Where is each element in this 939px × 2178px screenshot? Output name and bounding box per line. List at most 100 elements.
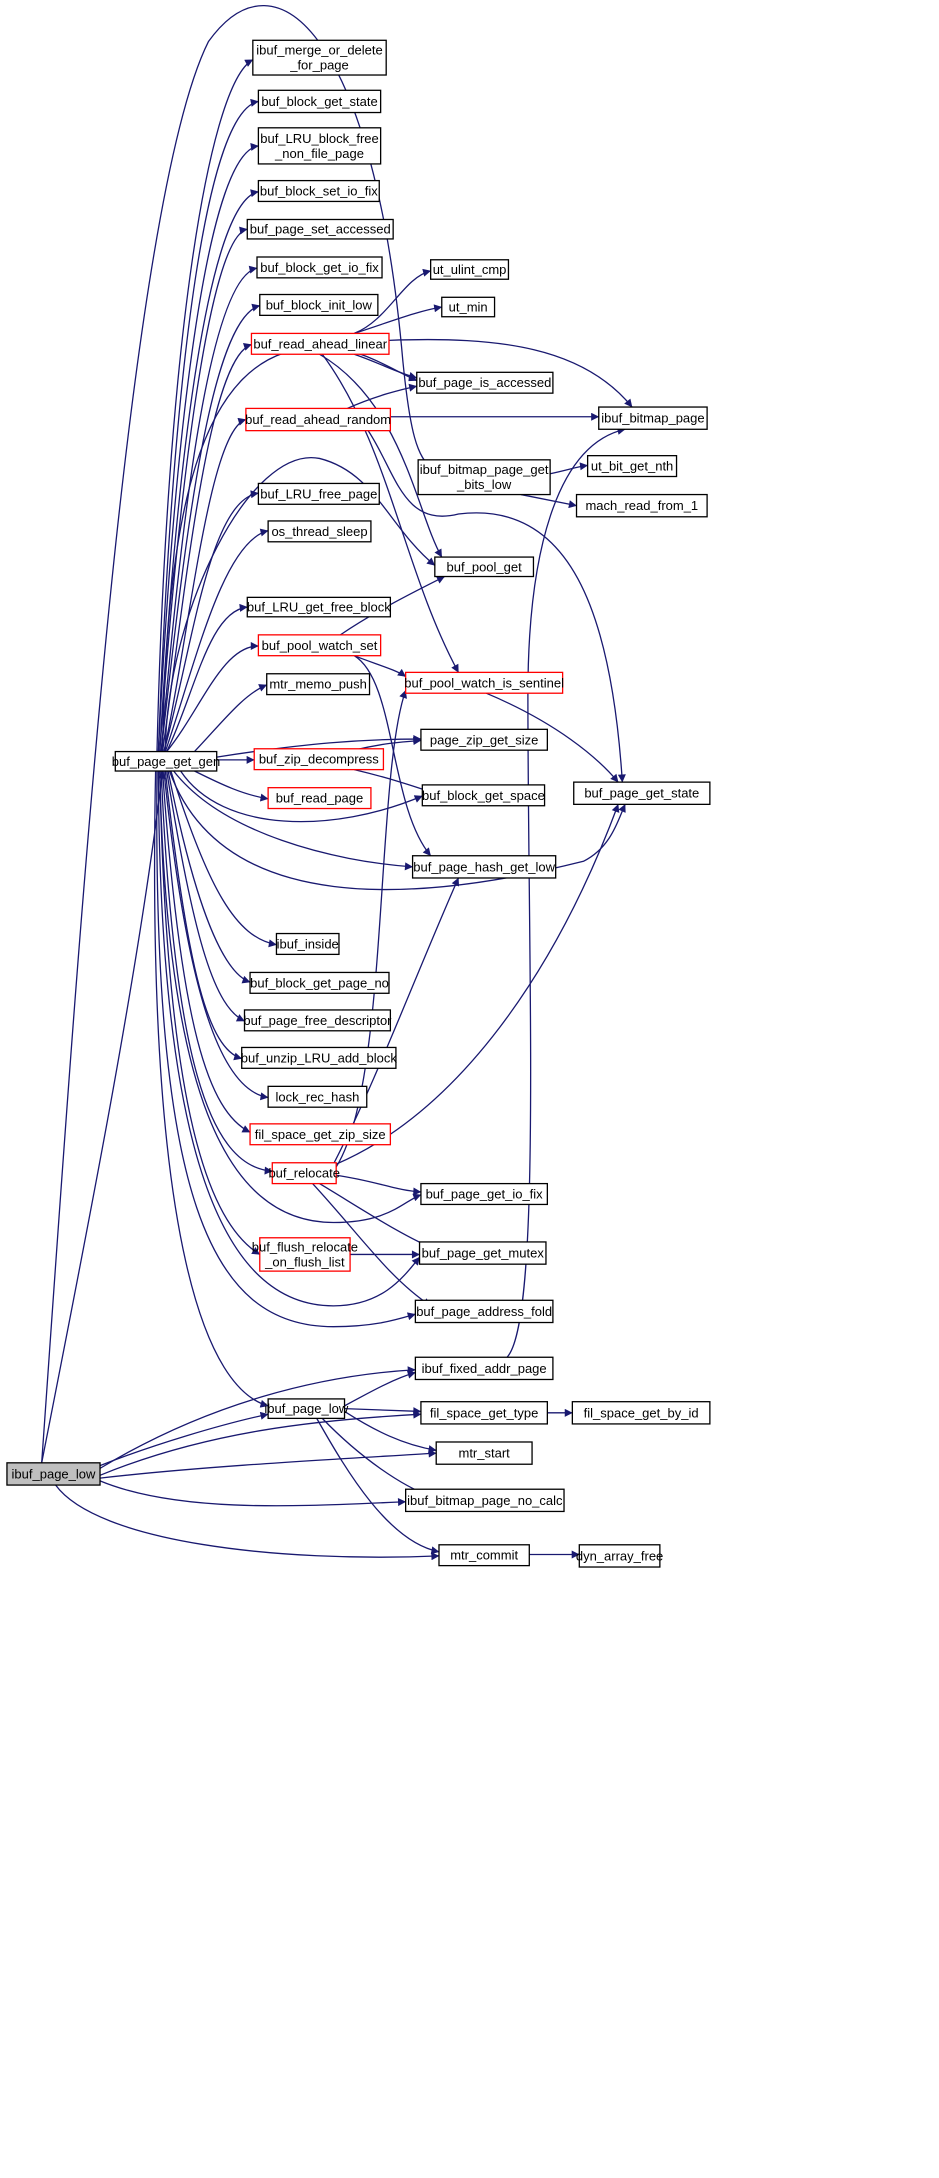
node-ut-bit-get-nth[interactable]: ut_bit_get_nth xyxy=(586,455,678,478)
node-label: buf_page_is_accessed xyxy=(418,375,551,390)
node-box xyxy=(434,556,535,578)
edge-line xyxy=(99,1449,437,1479)
node-buf-page-get-gen[interactable]: buf_page_get_gen xyxy=(112,750,220,772)
edge-ibuf_page_low-to-ibuf_page_low_2 xyxy=(99,1411,269,1467)
node-buf-read-page[interactable]: buf_read_page xyxy=(267,787,372,810)
edge-buf_pool_watch_set-to-buf_pool_watch_is_sentinel xyxy=(354,655,407,678)
node-label: buf_unzip_LRU_add_block xyxy=(241,1050,398,1065)
node-buf-page-set-accessed[interactable]: buf_page_set_accessed xyxy=(246,218,394,240)
node-label: os_thread_sleep xyxy=(271,524,367,539)
node-buf-pool-watch-is-sentinel[interactable]: buf_pool_watch_is_sentinel xyxy=(404,671,564,694)
edge-line xyxy=(321,353,460,673)
edge-line xyxy=(160,770,273,1175)
edge-buf_read_ahead_linear-to-ut_min xyxy=(354,304,443,335)
node-buf-pool-watch-set[interactable]: buf_pool_watch_set xyxy=(257,634,382,657)
node-label: buf_read_ahead_random xyxy=(245,412,391,427)
node-mach-read-from-1[interactable]: mach_read_from_1 xyxy=(575,493,708,518)
edge-buf_page_get_gen-to-buf_pool_get xyxy=(164,457,436,752)
edge-line xyxy=(354,304,443,335)
node-buf-block-get-space[interactable]: buf_block_get_space xyxy=(421,784,546,807)
node-buf-read-ahead-linear[interactable]: buf_read_ahead_linear xyxy=(250,332,390,355)
edge-buf_read_ahead_linear-to-buf_page_is_accessed xyxy=(354,353,418,380)
edge-ibuf_page_low_2-to-mtr_commit xyxy=(316,1418,440,1555)
node-buf-flush-relocate-on-flush-list[interactable]: buf_flush_relocate_on_flush_list xyxy=(252,1237,358,1272)
edge-buf_page_get_gen-to-buf_page_is_accessed xyxy=(161,346,418,752)
node-buf-page-free-descriptor[interactable]: buf_page_free_descriptor xyxy=(243,1009,392,1032)
node-label: buf_read_page xyxy=(276,791,363,806)
node-label: ibuf_fixed_addr_page xyxy=(422,1361,547,1376)
node-ibuf-inside[interactable]: ibuf_inside xyxy=(275,932,340,956)
node-ibuf-fixed-addr-page[interactable]: ibuf_fixed_addr_page xyxy=(414,1356,554,1381)
edge-buf_page_get_gen-to-os_thread_sleep xyxy=(164,528,269,752)
node-ibuf-bitmap-page[interactable]: ibuf_bitmap_page xyxy=(598,406,708,430)
node-lock-rec-hash[interactable]: lock_rec_hash xyxy=(267,1085,368,1108)
node-label: buf_block_get_page_no xyxy=(250,975,389,990)
edge-buf_page_get_gen-to-buf_block_init_low xyxy=(160,303,261,752)
edge-line xyxy=(354,268,432,335)
node-ibuf-bitmap-page-get-bits-low[interactable]: ibuf_bitmap_page_get_bits_low xyxy=(417,459,551,496)
node-buf-block-set-io-fix[interactable]: buf_block_set_io_fix xyxy=(257,179,380,203)
node-ibuf-bitmap-page-no-calc[interactable]: ibuf_bitmap_page_no_calc xyxy=(404,1488,565,1513)
node-buf-page-get-mutex[interactable]: buf_page_get_mutex xyxy=(418,1241,547,1265)
node-label: buf_page_address_fold xyxy=(416,1304,552,1319)
edge-ibuf_page_low-to-ibuf_bitmap_page_get_bits_low xyxy=(41,5,434,1463)
node-buf-LRU-free-page[interactable]: buf_LRU_free_page xyxy=(257,482,380,505)
node-ibuf-merge-or-delete-for-page[interactable]: ibuf_merge_or_delete_for_page xyxy=(252,39,387,76)
edge-buf_page_get_gen-to-ibuf_inside xyxy=(170,770,277,948)
edge-buf_page_get_gen-to-buf_LRU_free_page xyxy=(163,490,259,752)
node-ibuf-page-low[interactable]: ibuf_page_low xyxy=(6,1462,101,1486)
edge-line xyxy=(339,575,445,636)
node-box xyxy=(411,855,557,879)
node-box xyxy=(435,1441,533,1465)
edge-ibuf_page_low_2-to-ibuf_fixed_addr_page xyxy=(344,1370,416,1407)
node-buf-page-is-accessed[interactable]: buf_page_is_accessed xyxy=(416,371,554,394)
node-label: ut_min xyxy=(449,300,488,315)
node-box xyxy=(598,406,708,430)
node-buf-zip-decompress[interactable]: buf_zip_decompress xyxy=(253,748,385,771)
node-buf-read-ahead-random[interactable]: buf_read_ahead_random xyxy=(245,407,392,432)
edge-line xyxy=(344,1370,416,1407)
node-os-thread-sleep[interactable]: os_thread_sleep xyxy=(267,520,372,543)
edge-line xyxy=(166,641,259,752)
node-ut-ulint-cmp[interactable]: ut_ulint_cmp xyxy=(429,259,510,280)
node-buf-block-get-state[interactable]: buf_block_get_state xyxy=(257,89,382,114)
node-ut-min[interactable]: ut_min xyxy=(441,296,496,318)
node-mtr-commit[interactable]: mtr_commit xyxy=(438,1544,530,1567)
node-buf-block-init-low[interactable]: buf_block_init_low xyxy=(259,293,379,317)
node-buf-pool-get[interactable]: buf_pool_get xyxy=(434,556,535,578)
node-buf-page-get-state[interactable]: buf_page_get_state xyxy=(573,781,711,805)
node-box xyxy=(257,634,382,657)
node-box xyxy=(271,1162,337,1185)
edge-line xyxy=(170,770,277,948)
edge-buf_page_get_gen-to-buf_block_get_page_no xyxy=(167,770,251,984)
node-buf-page-get-io-fix[interactable]: buf_page_get_io_fix xyxy=(420,1182,548,1206)
node-mtr-start[interactable]: mtr_start xyxy=(435,1441,533,1465)
node-box xyxy=(245,407,392,432)
node-fil-space-get-type[interactable]: fil_space_get_type xyxy=(420,1401,548,1425)
node-buf-LRU-get-free-block[interactable]: buf_LRU_get_free_block xyxy=(246,596,391,618)
node-page-zip-get-size[interactable]: page_zip_get_size xyxy=(420,728,548,751)
edge-buf_page_get_gen-to-buf_page_set_accessed xyxy=(159,226,248,752)
node-mtr-memo-push[interactable]: mtr_memo_push xyxy=(266,673,371,696)
node-buf-page-address-fold[interactable]: buf_page_address_fold xyxy=(414,1299,554,1324)
node-label: buf_pool_watch_is_sentinel xyxy=(404,675,564,690)
node-buf-relocate[interactable]: buf_relocate xyxy=(268,1162,340,1185)
node-box xyxy=(267,787,372,810)
node-buf-LRU-block-free-non-file-page[interactable]: buf_LRU_block_free_non_file_page xyxy=(257,127,382,165)
node-box xyxy=(241,1046,397,1069)
edge-line xyxy=(194,684,268,753)
node-ibuf-page-low-2[interactable]: ibuf_page_low xyxy=(264,1398,349,1420)
node-dyn-array-free[interactable]: dyn_array_free xyxy=(576,1544,663,1568)
node-buf-block-get-io-fix[interactable]: buf_block_get_io_fix xyxy=(256,256,383,279)
edge-line xyxy=(99,1480,407,1507)
node-buf-unzip-LRU-add-block[interactable]: buf_unzip_LRU_add_block xyxy=(241,1046,398,1069)
node-fil-space-get-zip-size[interactable]: fil_space_get_zip_size xyxy=(249,1123,392,1146)
node-box xyxy=(257,482,380,505)
edge-line xyxy=(156,59,254,752)
node-box xyxy=(259,293,379,317)
edge-line xyxy=(159,226,248,752)
node-fil-space-get-by-id[interactable]: fil_space_get_by_id xyxy=(571,1401,711,1425)
node-buf-block-get-page-no[interactable]: buf_block_get_page_no xyxy=(249,971,390,994)
edge-line xyxy=(156,771,416,1328)
node-buf-page-hash-get-low[interactable]: buf_page_hash_get_low xyxy=(411,855,557,879)
